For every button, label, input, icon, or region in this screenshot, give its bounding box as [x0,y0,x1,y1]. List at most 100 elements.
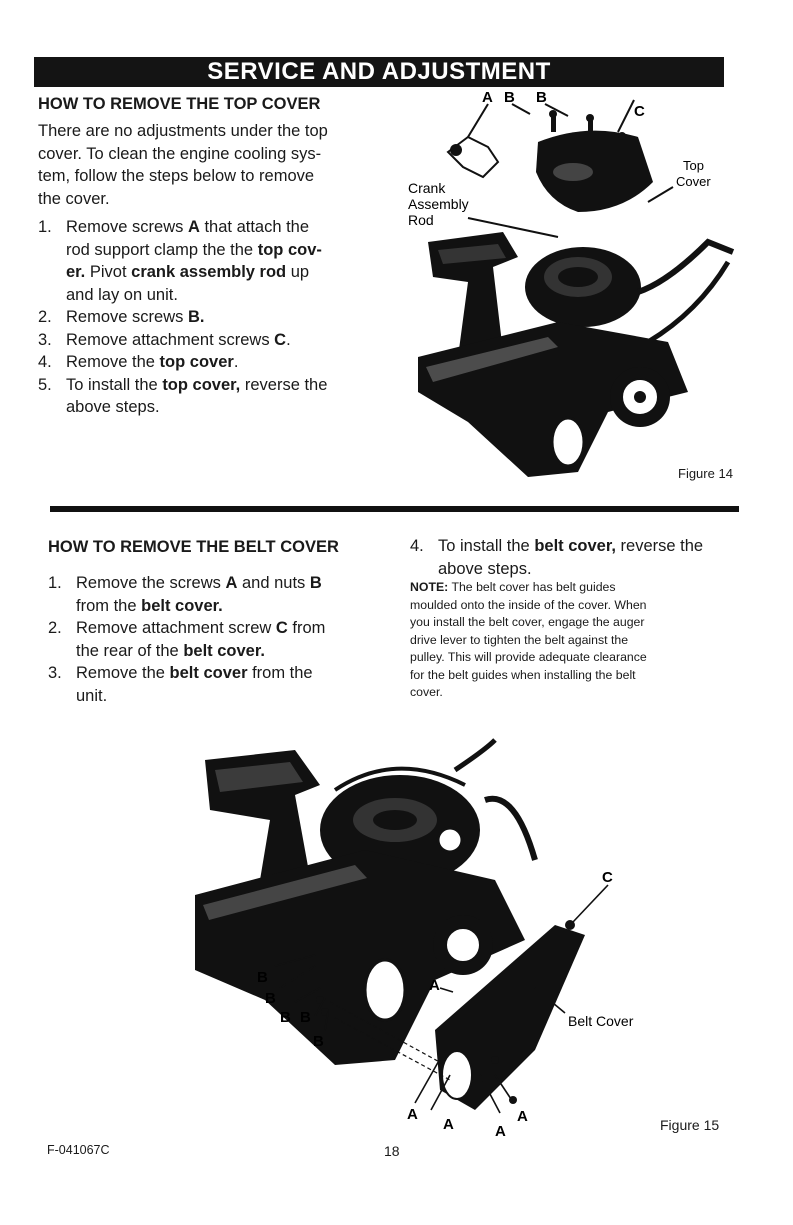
label-rod: Rod [408,212,434,228]
step-emphasis: A [187,218,200,236]
step-line: Remove the screws A and nuts B [76,572,388,595]
step-item: 2. Remove screws B. [38,306,388,329]
step-text: Pivot [85,263,132,281]
step-emphasis: B [309,574,322,592]
step-line: and lay on unit. [66,284,388,307]
step-emphasis: belt cover. [183,641,265,660]
step-line: above steps. [438,558,755,581]
step-emphasis: top cover, [162,375,241,394]
figure-14-illustration: A B B C Crank Assembly Rod Top Cover [408,92,735,477]
leader-line-a [414,1049,446,1104]
leader-line-c [572,884,609,923]
step-number: 3. [48,664,62,682]
step-text: above steps. [66,398,160,416]
screws-group [549,110,626,150]
step-number: 1. [48,574,62,592]
side-panel-disc [550,416,586,468]
step-text: To install the [438,537,535,555]
section-banner: SERVICE AND ADJUSTMENT [34,57,724,87]
step-text: Remove the screws [76,574,226,592]
step-line: Remove screws B. [66,306,388,329]
step-line: Remove screws A that attach the [66,216,388,239]
step-text: . [286,330,291,349]
label-c: C [634,103,645,120]
label-a: A [495,1123,506,1140]
note-line: drive lever to tighten the belt against … [410,632,629,647]
step-line: er. Pivot crank assembly rod up [66,261,388,284]
belt-cover-note: NOTE: The belt cover has belt guides mou… [410,579,755,702]
step-text: from the [76,596,142,615]
step-line: To install the top cover, reverse the [66,374,388,397]
note-line: cover. [410,685,443,699]
step-emphasis: belt cover [169,664,248,682]
step-text: Remove attachment screws [66,330,275,349]
step-text: and nuts [237,574,310,592]
step-item: 4. Remove the top cover. [38,351,388,374]
note-line: The belt cover has belt guides [448,580,616,594]
section-divider [50,506,739,512]
step-text: Remove screws [66,218,188,236]
intro-line: the cover. [38,189,110,208]
label-b: B [300,1009,311,1026]
step-number: 1. [38,218,52,236]
label-a: A [517,1108,528,1125]
step-emphasis: belt cover. [141,596,223,615]
step-item: 3. Remove attachment screws C. [38,329,388,352]
label-b: B [313,1033,324,1050]
figure-14-caption: Figure 14 [678,466,733,481]
step-emphasis: A [225,574,238,592]
step-number: 2. [48,619,62,637]
label-b: B [257,969,268,986]
note-label: NOTE: [410,580,449,594]
label-belt-cover: Belt Cover [568,1013,634,1029]
crank-handle-shape [446,135,500,179]
note-line: pulley. This will provide adequate clear… [410,650,647,664]
step-text: the rear of the [76,641,184,660]
step-number: 4. [38,353,52,371]
label-b: B [265,990,276,1007]
step-line: unit. [76,685,388,708]
step-text: up [286,263,310,281]
step-text: Remove screws [66,308,188,326]
note-line: for the belt guides when installing the … [410,667,636,682]
leader-line-c [617,99,635,133]
step-text: unit. [76,686,108,705]
step-line: rod support clamp the the top cov- [66,239,388,262]
step-text: above steps. [438,559,532,578]
intro-line: cover. To clean the engine cooling sys- [38,144,322,163]
step-text: rod support clamp the the [66,240,258,259]
step-emphasis: B. [187,308,205,326]
step-line: To install the belt cover, reverse the [438,535,755,558]
figure-15-caption: Figure 15 [660,1117,720,1133]
intro-line: tem, follow the steps below to remove [38,167,315,185]
label-b: B [536,92,547,106]
step-emphasis: belt cover, [534,537,616,555]
step-text: and lay on unit. [66,285,178,304]
label-cover: Cover [676,174,711,189]
step-line: Remove the top cover. [66,351,388,374]
leader-line-b2 [544,103,569,117]
step-text: Remove the [66,353,160,371]
step-line: the rear of the belt cover. [76,640,388,663]
top-cover-intro: There are no adjustments under the top c… [38,120,383,210]
step-number: 3. [38,330,52,349]
step-line: Remove the belt cover from the [76,662,388,685]
step-emphasis: crank assembly rod [131,263,287,281]
step-emphasis: er. [66,263,86,281]
step-number: 2. [38,308,52,326]
handle-shape [637,238,735,295]
step-text: reverse the [240,375,328,394]
note-line: you install the belt cover, engage the a… [410,615,645,629]
step-emphasis: C [274,330,287,349]
intro-line: There are no adjustments under the top [38,122,328,140]
step-emphasis: top cover [159,353,234,371]
step-text: Remove attachment screw [76,619,276,637]
step-text: . [233,353,239,371]
leader-line-top-cover [647,186,674,203]
